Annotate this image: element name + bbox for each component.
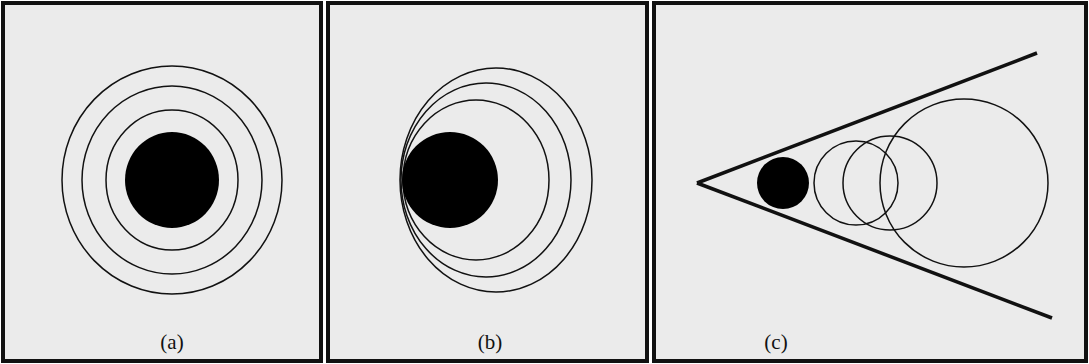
source-disk [125,132,219,228]
panel-frame [3,3,321,361]
panel-frame [328,3,647,361]
shock-cone-line [697,53,1037,183]
panel-label: (c) [764,331,787,354]
supersonic-source [697,53,1052,318]
source-disk [757,157,809,209]
panel-frames [3,3,1086,361]
panel-label: (a) [160,331,183,354]
shock-cone-line [697,183,1052,318]
stationary-source [62,66,282,294]
panel-label: (b) [478,331,503,354]
moving-source [400,68,592,292]
wave-front [843,136,937,230]
wave-front [400,68,592,292]
panel-frame [654,3,1086,361]
wave-front [82,86,262,274]
wave-front [401,83,571,277]
wave-front [403,100,549,260]
wave-front [62,66,282,294]
wave-front [106,110,238,250]
wave-front [880,99,1048,267]
source-disk [402,132,498,228]
